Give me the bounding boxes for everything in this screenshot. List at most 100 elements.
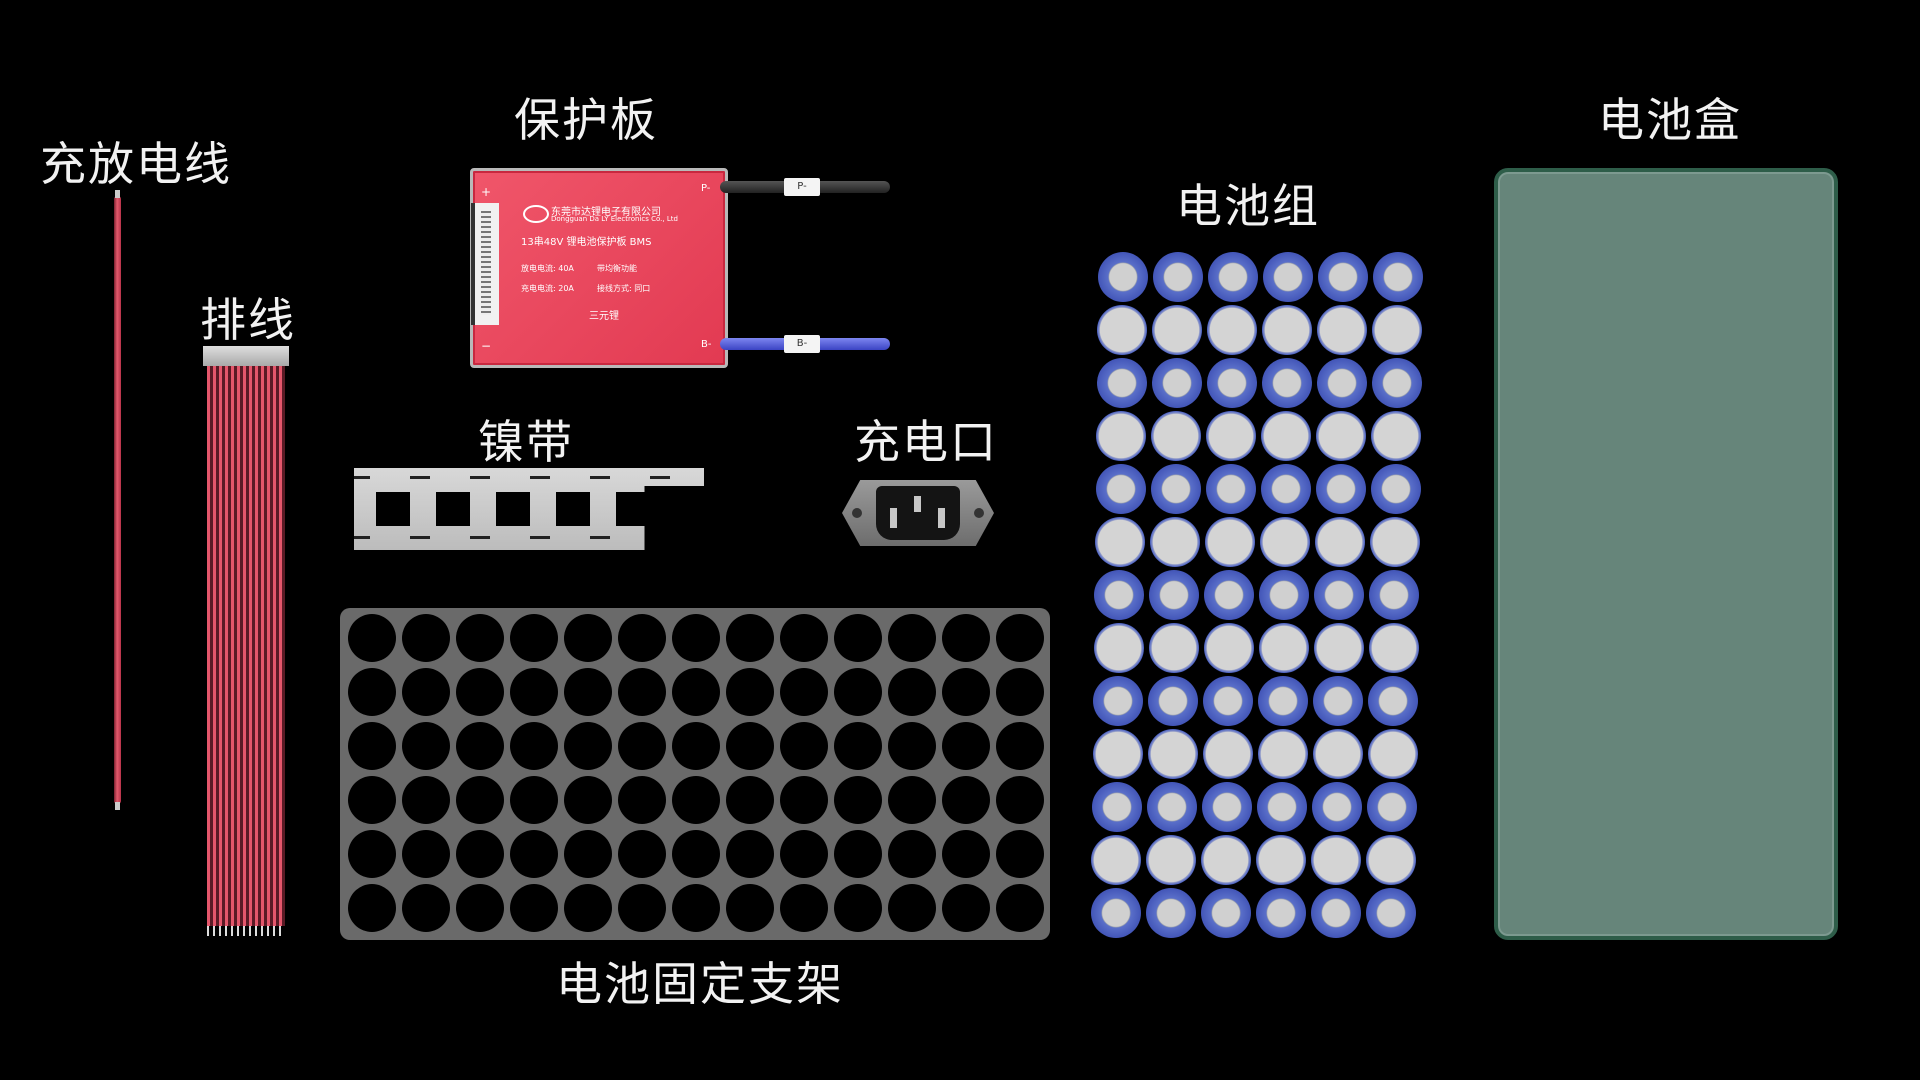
- bms-b-lead-tag: B-: [784, 335, 820, 353]
- battery-box: [1494, 168, 1838, 940]
- holder-hole: [996, 722, 1044, 770]
- nickel-strip-slot: [650, 476, 670, 479]
- holder-hole: [618, 614, 666, 662]
- battery-cell: [1096, 358, 1147, 408]
- holder-hole: [672, 884, 720, 932]
- ribbon-connector: [203, 346, 289, 366]
- bms-company-cn: 东莞市达锂电子有限公司: [551, 207, 661, 218]
- battery-cell: [1257, 729, 1308, 779]
- label-nickel-strip: 镍带: [478, 415, 574, 469]
- holder-hole: [726, 668, 774, 716]
- battery-cell: [1260, 464, 1311, 514]
- nickel-strip-slot: [470, 476, 490, 479]
- holder-hole: [726, 884, 774, 932]
- port-screw-hole-right: [974, 508, 984, 518]
- holder-hole: [618, 722, 666, 770]
- battery-cell: [1090, 888, 1141, 938]
- label-charge-discharge-wire: 充放电线: [40, 137, 232, 191]
- holder-hole: [780, 776, 828, 824]
- holder-hole: [618, 668, 666, 716]
- holder-hole: [942, 668, 990, 716]
- battery-cell: [1315, 517, 1365, 567]
- battery-cell: [1313, 676, 1364, 726]
- holder-hole: [888, 668, 936, 716]
- battery-cell: [1203, 623, 1254, 673]
- holder-hole: [348, 830, 396, 878]
- holder-hole: [834, 668, 882, 716]
- battery-cell: [1366, 835, 1417, 885]
- battery-cell: [1146, 835, 1197, 885]
- nickel-strip-slot: [354, 536, 370, 539]
- nickel-strip: [354, 468, 704, 550]
- battery-cell: [1094, 570, 1145, 620]
- charge-port-socket: [876, 486, 960, 540]
- holder-hole: [510, 884, 558, 932]
- holder-hole: [888, 830, 936, 878]
- nickel-strip-hole: [556, 492, 590, 526]
- bms-model: 13串48V 锂电池保护板 BMS: [521, 237, 652, 248]
- ribbon-cable: [203, 346, 289, 946]
- holder-hole: [780, 722, 828, 770]
- battery-cell: [1261, 358, 1312, 408]
- holder-hole: [402, 614, 450, 662]
- holder-hole: [402, 884, 450, 932]
- battery-cell: [1365, 888, 1416, 938]
- battery-cell: [1261, 411, 1312, 461]
- holder-hole: [348, 776, 396, 824]
- label-battery-box: 电池盒: [1598, 93, 1742, 147]
- battery-cell: [1205, 517, 1255, 567]
- battery-cell: [1092, 729, 1143, 779]
- holder-hole: [348, 614, 396, 662]
- holder-hole: [348, 668, 396, 716]
- battery-cell: [1093, 623, 1144, 673]
- battery-cell: [1207, 305, 1258, 355]
- holder-hole: [456, 614, 504, 662]
- battery-cell: [1091, 835, 1142, 885]
- nickel-strip-slot: [530, 536, 550, 539]
- bms-b-minus-mark: B-: [701, 339, 712, 350]
- battery-cell: [1367, 782, 1417, 832]
- holder-hole: [672, 830, 720, 878]
- holder-hole: [996, 614, 1044, 662]
- label-bms-board: 保护板: [514, 93, 658, 147]
- label-battery-holder: 电池固定支架: [556, 957, 844, 1011]
- holder-hole: [726, 776, 774, 824]
- holder-hole: [726, 830, 774, 878]
- nickel-strip-hole: [376, 492, 410, 526]
- holder-hole: [564, 830, 612, 878]
- holder-hole: [780, 614, 828, 662]
- port-screw-hole-left: [852, 508, 862, 518]
- holder-hole: [402, 830, 450, 878]
- nickel-strip-slot: [650, 536, 670, 539]
- holder-hole: [348, 722, 396, 770]
- battery-cell: [1148, 676, 1199, 726]
- charge-port: [842, 480, 994, 546]
- holder-hole: [996, 830, 1044, 878]
- holder-hole: [510, 668, 558, 716]
- holder-hole: [726, 722, 774, 770]
- holder-hole: [996, 884, 1044, 932]
- bms-balance-feature: 带均衡功能: [597, 264, 637, 273]
- battery-cell: [1200, 888, 1251, 938]
- nickel-strip-hole: [616, 492, 650, 526]
- battery-cell: [1206, 411, 1257, 461]
- bms-minus-mark: −: [481, 339, 492, 353]
- battery-cell: [1370, 464, 1421, 514]
- holder-hole: [618, 830, 666, 878]
- nickel-strip-slot: [590, 476, 610, 479]
- holder-hole: [456, 668, 504, 716]
- holder-hole: [942, 830, 990, 878]
- battery-cell: [1148, 623, 1199, 673]
- holder-hole: [996, 776, 1044, 824]
- bms-discharge-current: 放电电流: 40A: [521, 264, 574, 273]
- ribbon-wire-tips: [207, 926, 285, 936]
- battery-cell: [1095, 464, 1146, 514]
- battery-cell: [1316, 411, 1367, 461]
- battery-cell: [1373, 252, 1423, 302]
- battery-cell: [1093, 676, 1144, 726]
- nickel-strip-slot: [530, 476, 550, 479]
- holder-hole: [510, 614, 558, 662]
- battery-cell: [1371, 358, 1422, 408]
- holder-hole: [942, 776, 990, 824]
- battery-cell: [1368, 676, 1419, 726]
